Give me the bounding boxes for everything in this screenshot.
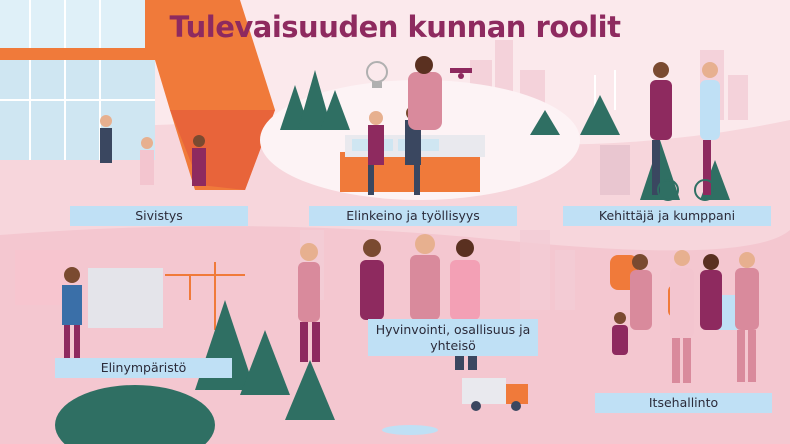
role-label-hyvinvointi: Hyvinvointi, osallisuus ja yhteisö — [368, 319, 538, 356]
shield-people — [610, 250, 759, 383]
role-label-itsehallinto: Itsehallinto — [595, 393, 772, 413]
partners-highfive — [650, 62, 720, 195]
role-label-elinymparisto: Elinympäristö — [55, 358, 232, 378]
page-title: Tulevaisuuden kunnan roolit — [169, 10, 621, 44]
school-building — [0, 0, 275, 190]
students — [100, 115, 206, 186]
construction-scene — [15, 250, 245, 360]
role-label-sivistys: Sivistys — [70, 206, 248, 226]
delivery-truck — [462, 378, 528, 411]
community-people — [298, 234, 480, 370]
role-label-kehittaja: Kehittäjä ja kumppani — [563, 206, 771, 226]
role-label-elinkeino: Elinkeino ja työllisyys — [309, 206, 517, 226]
handshake-people — [368, 56, 442, 195]
